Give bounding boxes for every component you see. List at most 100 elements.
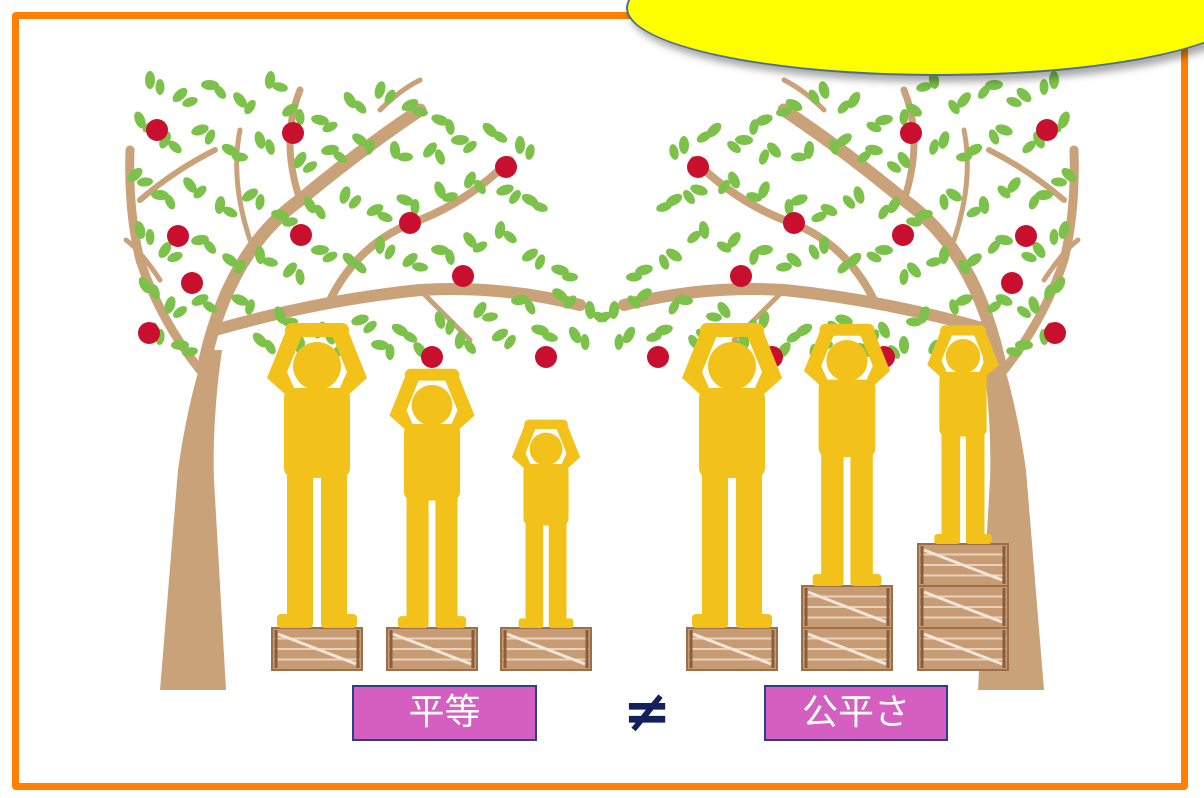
leaf bbox=[431, 244, 449, 256]
leaf bbox=[474, 179, 486, 195]
leaf bbox=[145, 71, 155, 89]
leaf bbox=[222, 253, 238, 267]
leaf bbox=[274, 306, 286, 324]
leaf bbox=[204, 129, 216, 145]
leaf bbox=[374, 81, 386, 99]
leaf bbox=[222, 206, 238, 218]
leaf bbox=[1028, 194, 1040, 210]
wooden-crate bbox=[801, 585, 893, 629]
leaf bbox=[363, 320, 377, 334]
apple bbox=[167, 225, 189, 247]
leaf bbox=[1035, 189, 1053, 201]
person-figure bbox=[927, 325, 999, 544]
tree-branch bbox=[234, 127, 253, 243]
leaf bbox=[402, 331, 418, 343]
leaf bbox=[150, 284, 160, 300]
apple bbox=[495, 156, 517, 178]
leaf bbox=[173, 306, 187, 318]
leaf bbox=[213, 85, 227, 99]
leaf bbox=[491, 328, 509, 342]
leaf bbox=[956, 152, 972, 162]
leaf bbox=[626, 272, 642, 282]
leaf bbox=[614, 334, 624, 350]
leaf bbox=[534, 254, 546, 270]
leaf bbox=[271, 209, 289, 221]
leaf bbox=[949, 299, 959, 315]
tree-branch bbox=[377, 77, 423, 113]
leaf bbox=[627, 295, 641, 309]
apple bbox=[687, 156, 709, 178]
leaf bbox=[906, 217, 922, 227]
leaf bbox=[811, 211, 827, 223]
leaf bbox=[351, 314, 369, 326]
leaf bbox=[385, 344, 395, 360]
leaf bbox=[511, 294, 529, 306]
leaf bbox=[353, 100, 367, 114]
leaf bbox=[164, 194, 176, 210]
wooden-crate bbox=[917, 627, 1009, 671]
leaf bbox=[127, 167, 143, 183]
apple bbox=[1044, 322, 1066, 344]
leaf bbox=[899, 269, 909, 285]
leaf bbox=[898, 336, 910, 354]
apple bbox=[146, 119, 168, 141]
leaf bbox=[145, 229, 155, 245]
leaf bbox=[303, 196, 317, 214]
leaf bbox=[365, 139, 375, 155]
tree-branch bbox=[417, 287, 473, 343]
leaf bbox=[202, 301, 218, 313]
leaf bbox=[353, 260, 367, 274]
apple bbox=[181, 272, 203, 294]
leaf bbox=[401, 98, 419, 112]
leaf bbox=[295, 109, 305, 125]
leaf bbox=[906, 262, 922, 278]
leaf bbox=[683, 190, 695, 204]
leaf bbox=[445, 119, 455, 135]
leaf bbox=[803, 141, 815, 159]
leaf bbox=[384, 89, 396, 105]
leaf bbox=[183, 177, 197, 193]
leaf bbox=[939, 194, 949, 210]
leaf bbox=[396, 194, 414, 206]
tree-branch bbox=[999, 145, 1079, 375]
person-figure bbox=[389, 368, 475, 628]
leaf bbox=[514, 136, 526, 154]
leaf bbox=[837, 100, 851, 114]
leaf bbox=[1032, 241, 1046, 259]
leaf bbox=[690, 184, 708, 196]
leaf bbox=[1007, 177, 1021, 193]
leaf bbox=[138, 276, 152, 294]
leaf bbox=[463, 232, 477, 248]
leaf bbox=[434, 149, 446, 165]
leaf bbox=[836, 133, 852, 147]
leaf bbox=[473, 302, 487, 318]
leaf bbox=[957, 92, 971, 108]
person-figure bbox=[804, 323, 890, 586]
leaf bbox=[746, 192, 762, 202]
leaf bbox=[842, 195, 856, 209]
leaf bbox=[1021, 251, 1037, 263]
leaf bbox=[658, 254, 670, 270]
leaf bbox=[562, 272, 578, 282]
leaf bbox=[445, 249, 455, 265]
tree-branch bbox=[781, 77, 827, 113]
leaf bbox=[232, 152, 248, 162]
leaf bbox=[442, 192, 458, 202]
leaf bbox=[492, 131, 508, 143]
leaf bbox=[397, 152, 413, 162]
leaf bbox=[727, 140, 741, 154]
leaf bbox=[646, 332, 662, 342]
leaf bbox=[343, 91, 357, 109]
leaf bbox=[808, 244, 820, 260]
leaf bbox=[785, 98, 803, 112]
leaf bbox=[687, 230, 701, 244]
right-tree bbox=[596, 71, 1081, 690]
leaf bbox=[728, 171, 740, 189]
leaf bbox=[696, 131, 712, 143]
equity-label: 公平さ bbox=[764, 685, 948, 741]
leaf bbox=[698, 221, 710, 239]
leaf bbox=[532, 202, 548, 212]
leaf bbox=[786, 331, 802, 343]
leaf bbox=[749, 119, 759, 135]
